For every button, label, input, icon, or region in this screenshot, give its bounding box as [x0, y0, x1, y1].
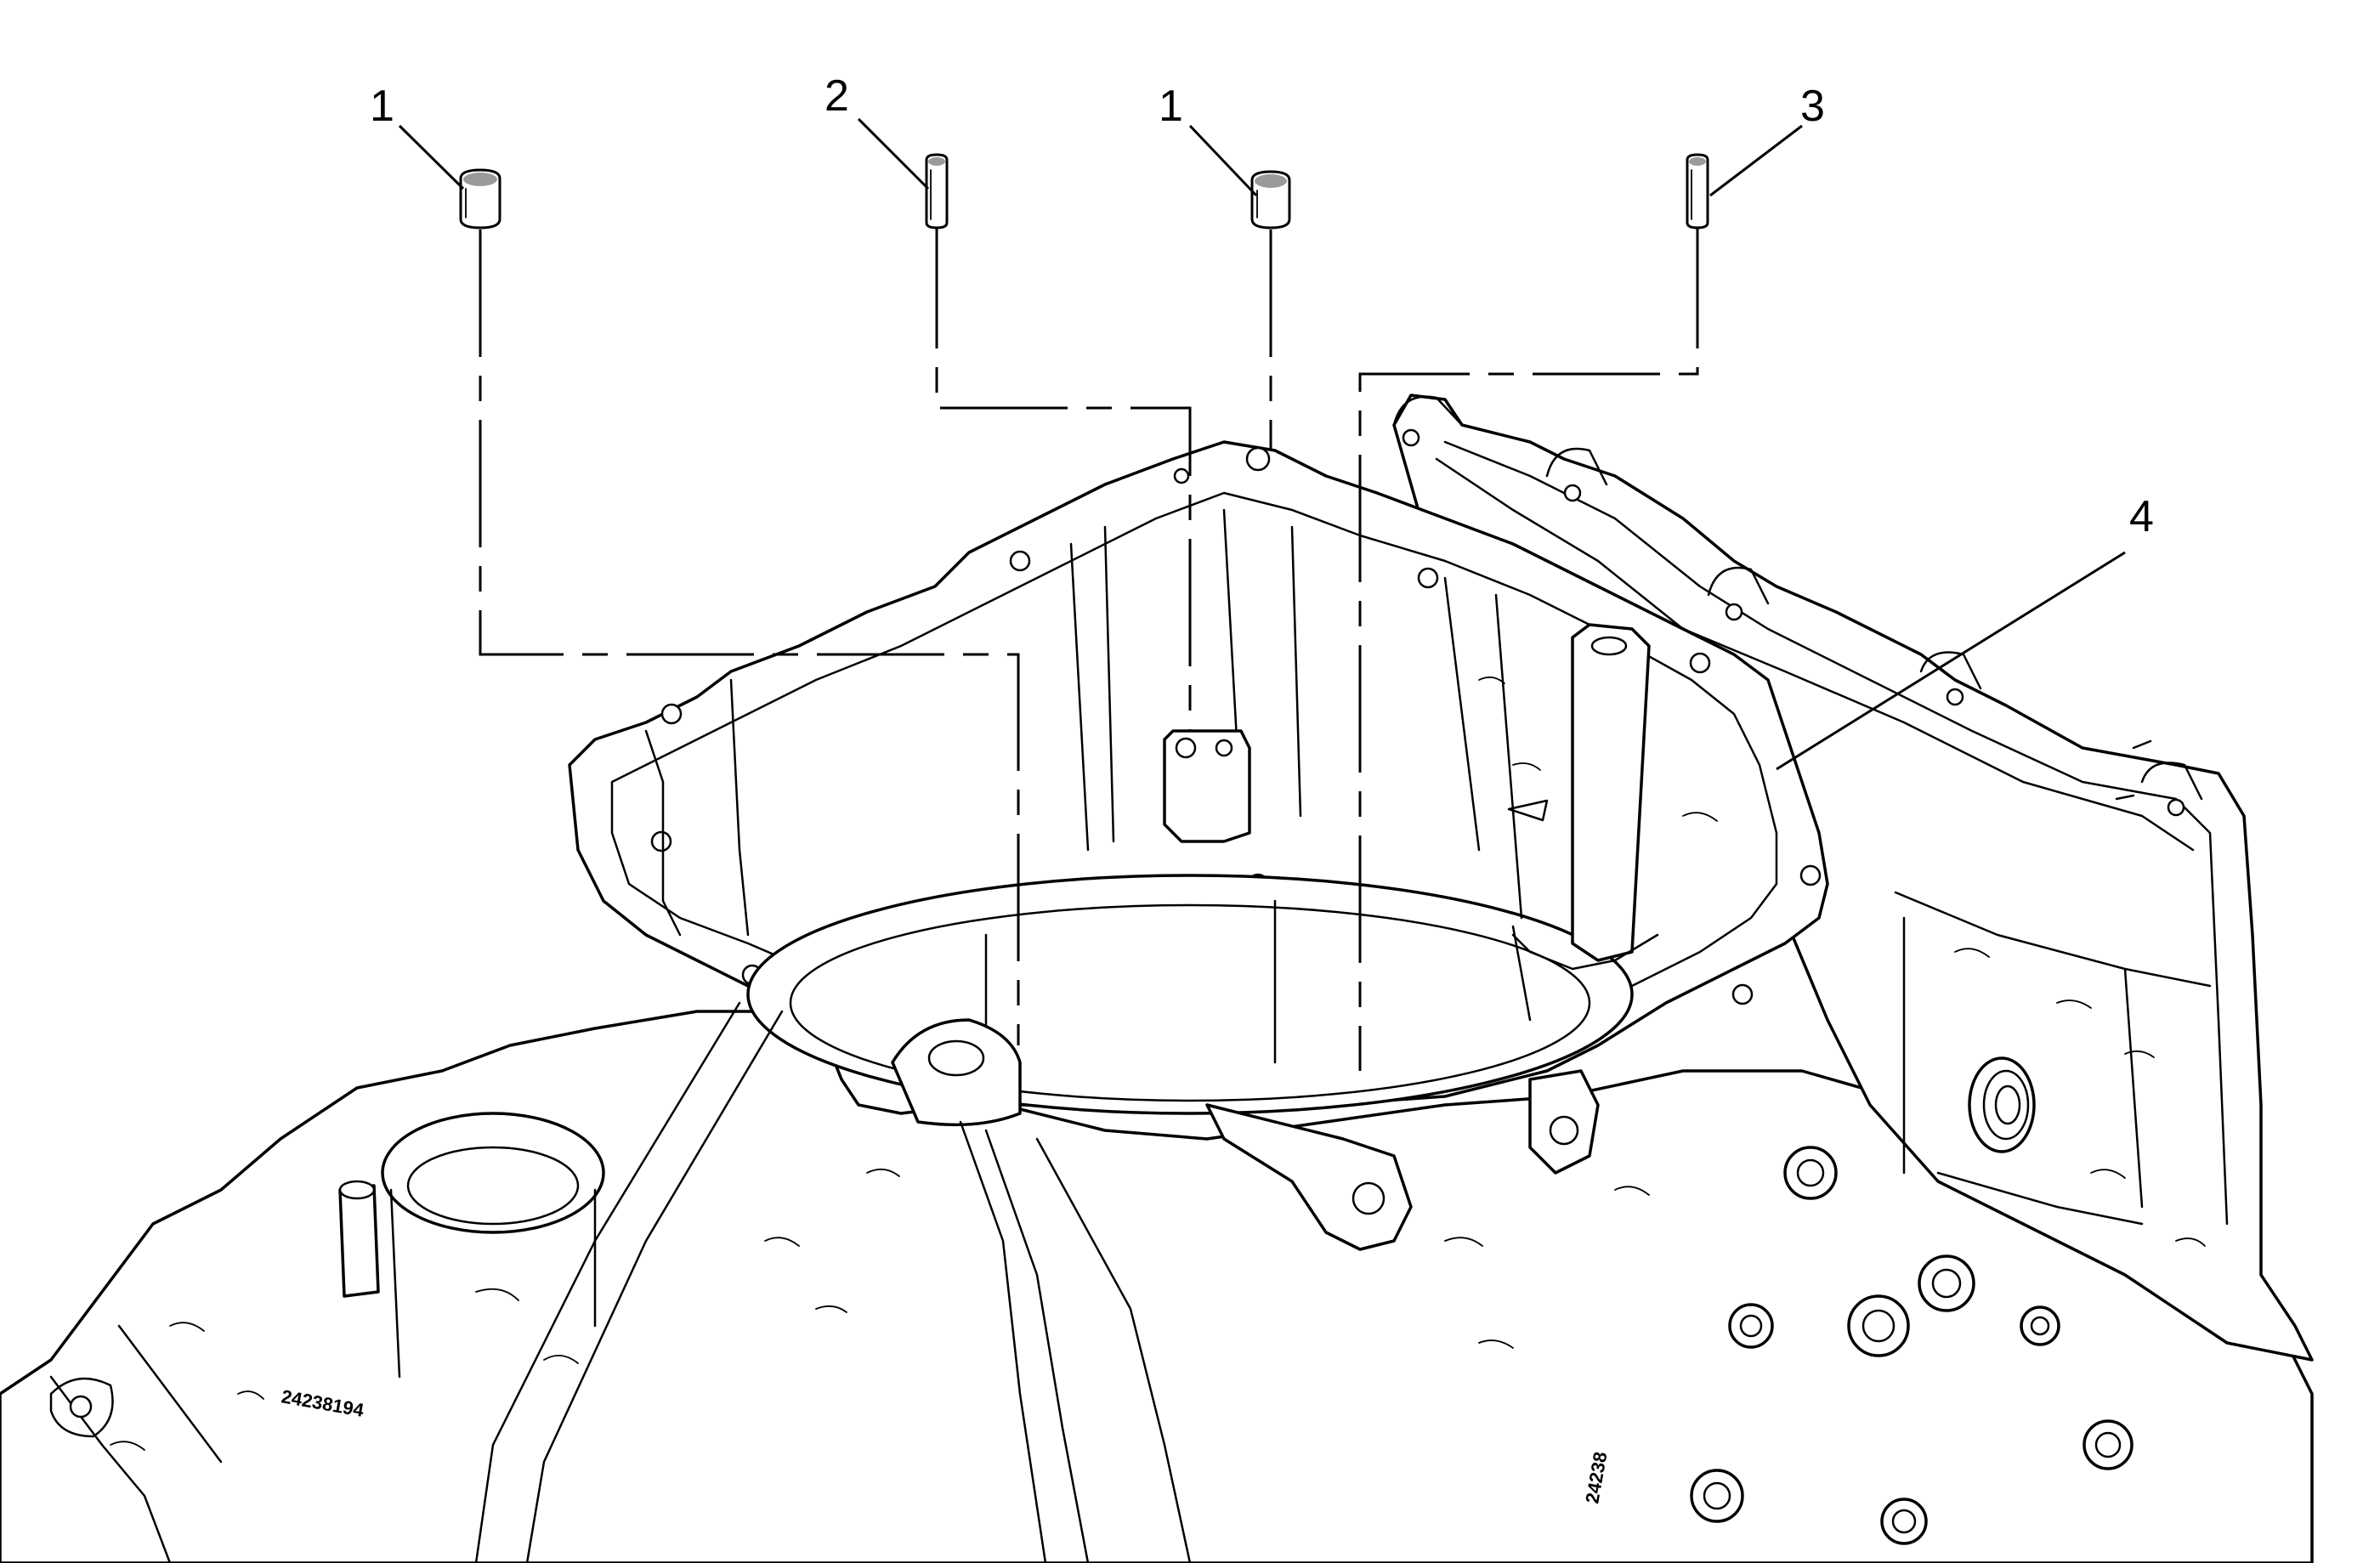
- phantom-lines: [479, 221, 1699, 1071]
- left-boss: [49, 1377, 114, 1438]
- phantom-line-pin3: [1358, 221, 1699, 1071]
- callout-1-left: 1: [370, 82, 394, 131]
- central-bore-rim: [746, 874, 1634, 1115]
- upper-chamber-wall-center: [1069, 508, 1302, 852]
- slot-mark-2: [2115, 739, 2152, 801]
- callout-2: 2: [824, 71, 849, 121]
- casting-rib-3: [959, 1120, 1047, 1563]
- mount-arm: [1205, 1103, 1413, 1251]
- pin2-boss: [1163, 729, 1251, 843]
- seal-bore: [1968, 1056, 2036, 1153]
- phantom-line-pin2: [935, 221, 1192, 731]
- dowel-pin-1-center: [1250, 170, 1291, 229]
- right-wall-rail-2: [1435, 457, 2195, 852]
- callout-1-center: 1: [1159, 82, 1183, 131]
- right-wall-bosses: [1392, 395, 2203, 817]
- upper-chamber-wall-left: [644, 678, 750, 937]
- lower-chamber: [1511, 933, 1659, 971]
- right-wall-rail: [1443, 440, 2229, 1226]
- casting-rib-2: [525, 1010, 784, 1563]
- transmission-case: 24238194 24238: [0, 394, 2314, 1563]
- slot-mark-1: [1507, 799, 1549, 822]
- phantom-line-pin1a: [479, 229, 1020, 1045]
- left-stud: [338, 1184, 380, 1298]
- callout-leaders: [398, 117, 2126, 771]
- pin2-hole-2: [1215, 739, 1233, 757]
- locating-pin-3: [1686, 153, 1709, 229]
- locating-pin-2: [925, 153, 949, 229]
- left-cavity: [381, 1112, 605, 1234]
- pin2-hole: [1175, 737, 1197, 759]
- cast-texture: [110, 676, 2206, 1451]
- callout-3: 3: [1800, 82, 1825, 131]
- callout-4: 4: [2129, 492, 2154, 541]
- rear-box-edge: [1894, 891, 2212, 1226]
- casting-rib-1: [474, 1001, 741, 1563]
- casting-rib-4: [984, 1129, 1090, 1563]
- dowel-pin-1-left: [459, 168, 502, 229]
- right-lower-bosses: [1690, 1146, 2134, 1545]
- central-bore-inner: [789, 903, 1591, 1102]
- casting-rib-5: [1035, 1137, 1192, 1563]
- callout-labels: 1 2 1 3 4: [370, 71, 2154, 541]
- right-column: [1571, 623, 1651, 962]
